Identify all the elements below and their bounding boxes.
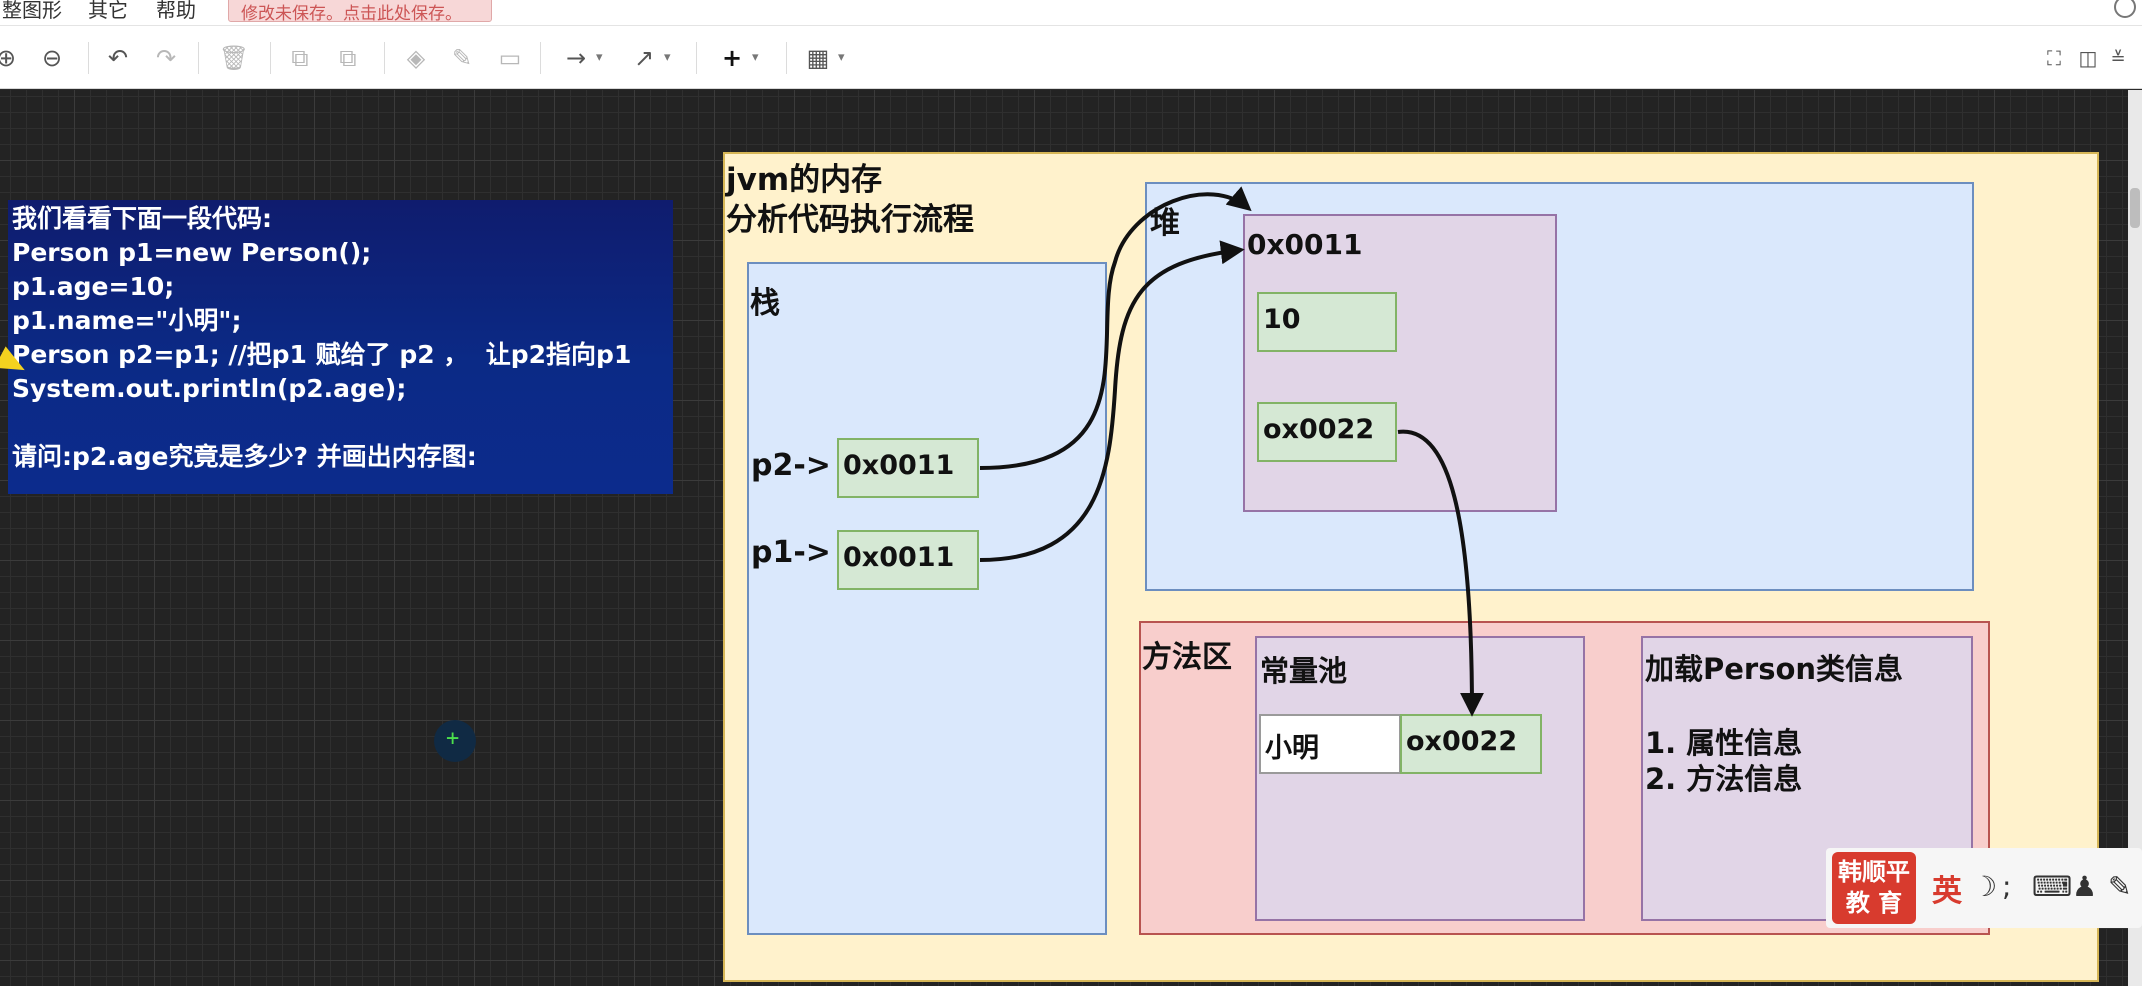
toolbar-divider: [540, 42, 541, 74]
code-line: 我们看看下面一段代码:: [12, 204, 272, 233]
redo-icon[interactable]: ↷: [155, 44, 177, 72]
age-field-cell[interactable]: 10: [1257, 292, 1397, 352]
toolbar-divider: [384, 42, 385, 74]
string-value-cell[interactable]: 小明: [1259, 714, 1401, 774]
stack-label: 栈: [750, 286, 780, 321]
table-icon[interactable]: ▦: [806, 44, 830, 72]
fill-color-icon[interactable]: ◈: [406, 44, 426, 72]
menu-bar: 整图形 其它 帮助 修改未保存。点击此处保存。: [0, 0, 2142, 26]
scrollbar-thumb[interactable]: [2130, 188, 2140, 228]
toolbar-divider: [88, 42, 89, 74]
menu-help[interactable]: 帮助: [156, 0, 196, 22]
heap-label: 堆: [1150, 206, 1180, 241]
zoom-out-icon[interactable]: ⊖: [41, 44, 63, 72]
skin-icon[interactable]: ♟: [2072, 870, 2098, 903]
brand-logo: 韩顺平 教 育: [1832, 852, 1916, 924]
delete-icon[interactable]: 🗑: [218, 44, 250, 72]
method-area-label: 方法区: [1142, 640, 1232, 675]
name-field-cell[interactable]: ox0022: [1257, 402, 1397, 462]
moon-icon[interactable]: ☽: [1972, 870, 1998, 903]
class-info-item: 2. 方法信息: [1645, 762, 1803, 796]
wrench-icon[interactable]: ✎: [2108, 870, 2132, 903]
p2-value-cell[interactable]: 0x0011: [837, 438, 979, 498]
toolbar-divider: [270, 42, 271, 74]
to-front-icon[interactable]: ⧉: [291, 44, 309, 72]
code-textbox[interactable]: 我们看看下面一段代码: Person p1=new Person(); p1.a…: [8, 200, 673, 494]
code-line: Person p1=new Person();: [12, 238, 372, 267]
chevron-down-icon[interactable]: ▾: [838, 50, 845, 65]
keyboard-icon[interactable]: ⌨: [2032, 870, 2073, 903]
class-info-item: 1. 属性信息: [1645, 726, 1803, 760]
class-info-title: 加载Person类信息: [1645, 652, 1904, 686]
to-back-icon[interactable]: ⧉: [339, 44, 357, 72]
toolbar: ⊕ ⊖ ↶ ↷ 🗑 ⧉ ⧉ ◈ ✎ ▭ → ▾ ↗ ▾ + ▾ ▦ ▾ ⛶ ◫ …: [0, 26, 2142, 89]
jvm-title-line2: 分析代码执行流程: [726, 202, 974, 238]
p1-value-cell[interactable]: 0x0011: [837, 530, 979, 590]
p1-pointer-label: p1->: [751, 535, 831, 570]
jvm-title: jvm的内存 分析代码执行流程: [726, 160, 974, 240]
toolbar-divider: [696, 42, 697, 74]
menu-extras[interactable]: 其它: [88, 0, 128, 22]
panel-icon[interactable]: ◫: [2078, 46, 2098, 70]
menu-arrange[interactable]: 整图形: [2, 0, 62, 22]
unsaved-changes-notice[interactable]: 修改未保存。点击此处保存。: [228, 0, 492, 24]
toolbar-divider: [198, 42, 199, 74]
zoom-in-icon[interactable]: ⊕: [0, 44, 17, 72]
undo-icon[interactable]: ↶: [107, 44, 129, 72]
line-color-icon[interactable]: ✎: [451, 44, 473, 72]
code-line: 请问:p2.age究竟是多少? 并画出内存图:: [12, 442, 477, 471]
heap-object-address: 0x0011: [1247, 228, 1363, 261]
code-line: [12, 406, 673, 440]
p2-pointer-label: p2->: [751, 448, 831, 483]
code-line: Person p2=p1; //把p1 赋给了 p2 ， 让p2指向p1: [12, 340, 632, 369]
crosshair-marker-icon[interactable]: +: [434, 720, 476, 762]
string-address-cell[interactable]: ox0022: [1400, 714, 1542, 774]
code-line: p1.age=10;: [12, 272, 175, 301]
chevron-down-icon[interactable]: ▾: [752, 50, 759, 65]
code-line: System.out.println(p2.age);: [12, 374, 407, 403]
logo-line1: 韩顺平: [1838, 858, 1910, 886]
chevron-down-icon[interactable]: ▾: [664, 50, 671, 65]
jvm-title-line1: jvm的内存: [726, 162, 883, 198]
shadow-icon[interactable]: ▭: [498, 44, 522, 72]
punctuation-icon[interactable]: ;: [2002, 870, 2012, 903]
constant-pool-label: 常量池: [1260, 654, 1348, 688]
ime-language-toggle[interactable]: 英: [1932, 874, 1962, 909]
waypoints-icon[interactable]: ↗: [633, 44, 655, 72]
toolbar-divider: [786, 42, 787, 74]
chevron-down-icon[interactable]: ▾: [596, 50, 603, 65]
insert-icon[interactable]: +: [721, 44, 743, 72]
code-line: p1.name="小明";: [12, 306, 242, 335]
logo-line2: 教 育: [1845, 889, 1903, 917]
vertical-scrollbar[interactable]: [2128, 90, 2142, 986]
fit-icon[interactable]: ⛶: [2047, 46, 2061, 70]
connection-icon[interactable]: →: [565, 44, 587, 72]
collapse-icon[interactable]: ≚: [2110, 47, 2126, 69]
stack-region[interactable]: [747, 262, 1107, 935]
globe-icon[interactable]: [2114, 0, 2136, 18]
